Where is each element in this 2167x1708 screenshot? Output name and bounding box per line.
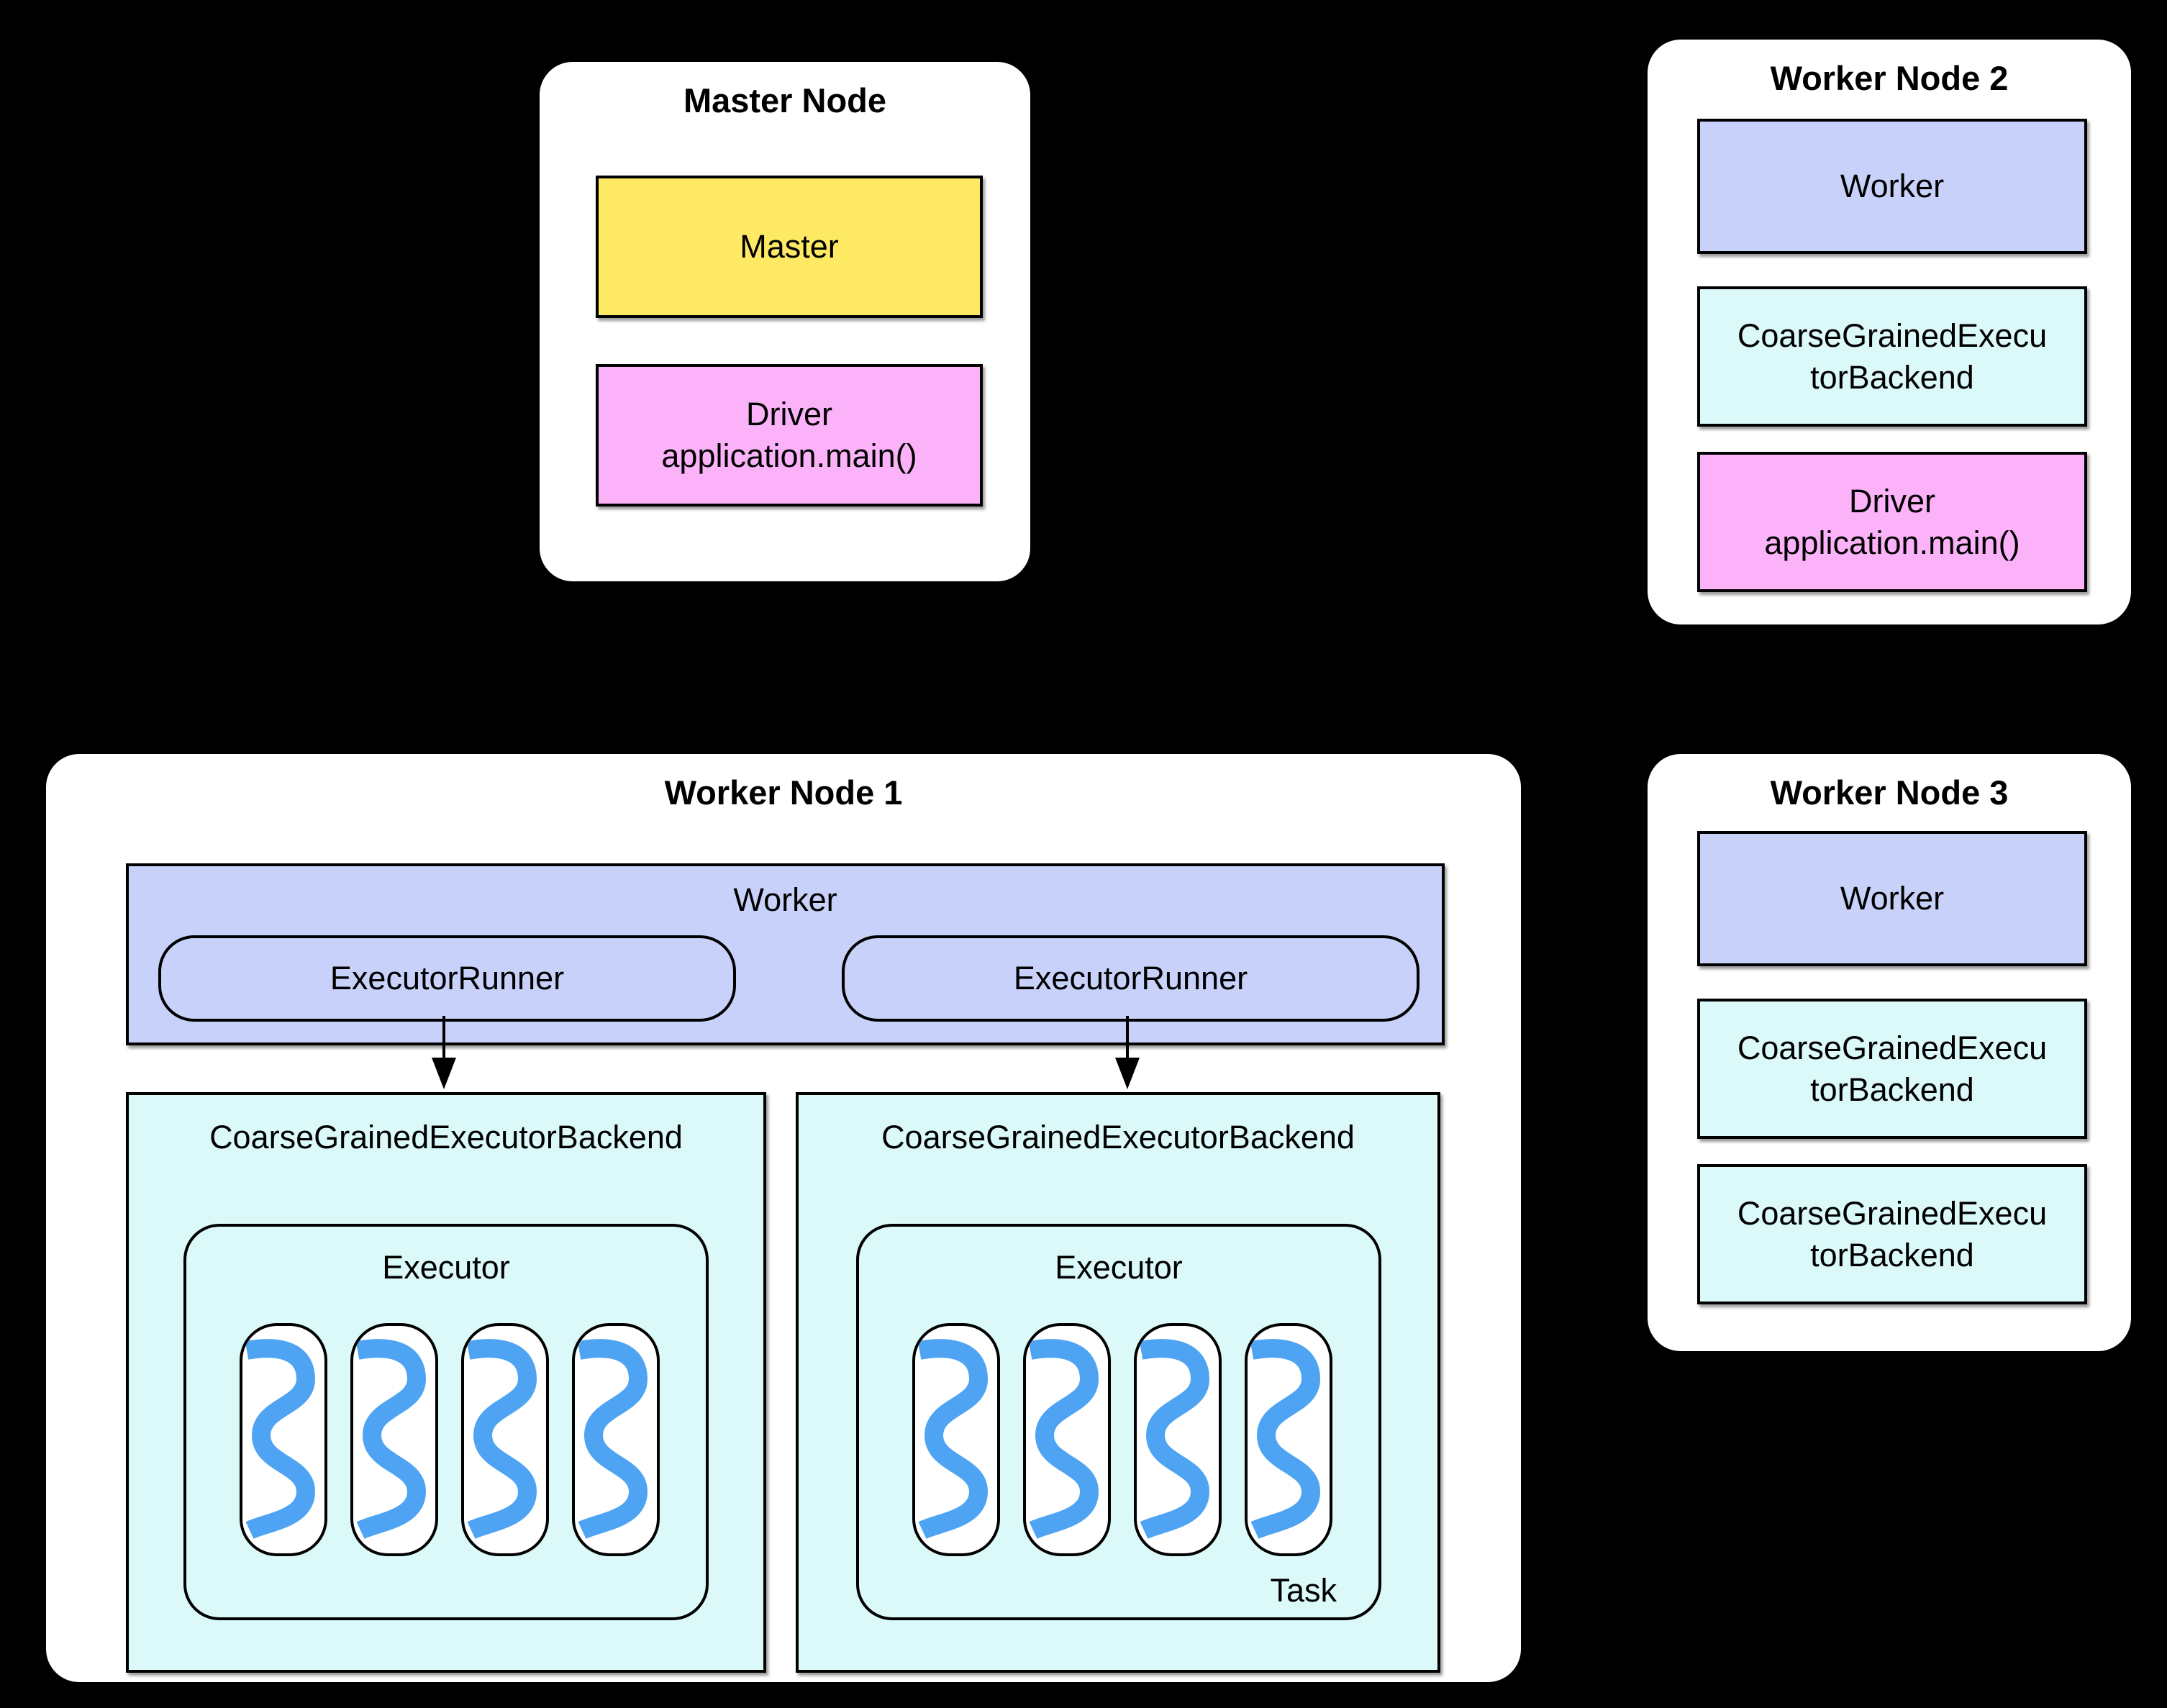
master-box: Master — [596, 176, 983, 318]
task-icon — [240, 1323, 327, 1556]
backend-label: CoarseGrainedExecutorBackend — [209, 1119, 683, 1155]
worker-box: Worker ExecutorRunner ExecutorRunner — [126, 863, 1445, 1045]
task-icon — [572, 1323, 660, 1556]
worker-box-label: Worker — [1840, 168, 1945, 205]
backend-box: CoarseGrainedExecutorBackend Executor — [796, 1092, 1440, 1673]
task-icon — [912, 1323, 1000, 1556]
executor-runner-label: ExecutorRunner — [1013, 960, 1248, 997]
worker-node-1-panel: Worker Node 1 Worker ExecutorRunner Exec… — [46, 754, 1521, 1682]
executor-box: Executor — [183, 1224, 709, 1620]
task-squiggle-icon — [1139, 1339, 1210, 1540]
arrow-head-icon — [432, 1058, 456, 1089]
task-squiggle-icon — [355, 1339, 427, 1540]
worker-box: Worker — [1697, 119, 2087, 254]
driver-label-line2: application.main() — [661, 437, 917, 474]
worker-box-label: Worker — [1840, 880, 1945, 917]
executor-runner-box: ExecutorRunner — [842, 935, 1419, 1022]
task-squiggle-icon — [577, 1339, 648, 1540]
task-squiggle-icon — [466, 1339, 537, 1540]
backend-label-line1: CoarseGrainedExecu — [1737, 1029, 2048, 1066]
task-squiggle-icon — [245, 1339, 316, 1540]
task-squiggle-icon — [917, 1339, 989, 1540]
backend-label-line2: torBackend — [1810, 358, 1974, 396]
task-icon — [1134, 1323, 1222, 1556]
task-label: Task — [1270, 1572, 1337, 1609]
worker-node-2-panel: Worker Node 2 Worker CoarseGrainedExecu … — [1648, 40, 2131, 624]
executor-runner-box: ExecutorRunner — [158, 935, 736, 1022]
backend-label-line1: CoarseGrainedExecu — [1737, 317, 2048, 354]
executor-runner-label: ExecutorRunner — [330, 960, 565, 997]
task-icon — [350, 1323, 438, 1556]
executor-label: Executor — [382, 1249, 510, 1286]
task-squiggle-icon — [1028, 1339, 1099, 1540]
task-icon — [1023, 1323, 1111, 1556]
backend-label: CoarseGrainedExecutorBackend — [881, 1119, 1355, 1155]
executor-label: Executor — [1055, 1249, 1183, 1286]
executor-box: Executor — [856, 1224, 1381, 1620]
arrow-head-icon — [1115, 1058, 1140, 1089]
master-node-title: Master Node — [683, 81, 887, 119]
worker-node-2-title: Worker Node 2 — [1770, 59, 2009, 97]
task-icon — [461, 1323, 549, 1556]
driver-box: Driver application.main() — [1697, 452, 2087, 592]
driver-label-line1: Driver — [746, 396, 832, 433]
worker-box: Worker — [1697, 831, 2087, 966]
worker-box-label: Worker — [733, 881, 837, 918]
driver-box: Driver application.main() — [596, 364, 983, 507]
task-squiggle-icon — [1250, 1339, 1321, 1540]
backend-label-line2: torBackend — [1810, 1071, 1974, 1108]
arrow-executorrunner-to-backend — [442, 1016, 445, 1059]
worker-node-3-title: Worker Node 3 — [1770, 773, 2009, 812]
backend-box: CoarseGrainedExecu torBackend — [1697, 1164, 2087, 1304]
master-box-label: Master — [740, 228, 839, 265]
backend-box: CoarseGrainedExecu torBackend — [1697, 999, 2087, 1139]
backend-label-line2: torBackend — [1810, 1236, 1974, 1273]
driver-label-line1: Driver — [1849, 482, 1935, 519]
backend-box: CoarseGrainedExecu torBackend — [1697, 286, 2087, 427]
worker-node-3-panel: Worker Node 3 Worker CoarseGrainedExecu … — [1648, 754, 2131, 1351]
backend-box: CoarseGrainedExecutorBackend Executor — [126, 1092, 766, 1673]
master-node-panel: Master Node Master Driver application.ma… — [540, 62, 1030, 581]
worker-node-1-title: Worker Node 1 — [664, 773, 903, 812]
driver-label-line2: application.main() — [1764, 524, 2020, 561]
backend-label-line1: CoarseGrainedExecu — [1737, 1194, 2048, 1232]
arrow-executorrunner-to-backend — [1126, 1016, 1129, 1059]
task-icon — [1245, 1323, 1332, 1556]
